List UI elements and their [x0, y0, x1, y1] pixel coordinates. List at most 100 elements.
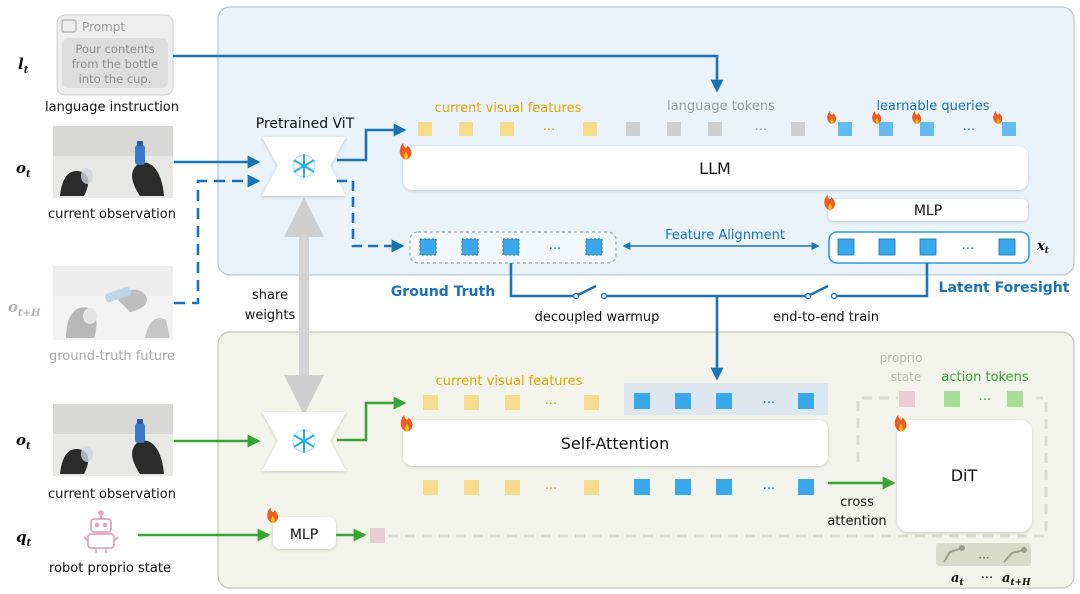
language-token: [791, 122, 805, 136]
fire-icon: [400, 414, 413, 432]
language-token: [667, 122, 681, 136]
o-symbol: ot: [16, 159, 31, 180]
latent-foresight-label: Latent Foresight: [939, 280, 1070, 296]
gt-token: [419, 238, 437, 256]
weights-label: weights: [245, 308, 296, 323]
ellipsis: ···: [755, 123, 767, 138]
prompt-line: from the bottle: [72, 57, 159, 71]
vit2-to-visual-arrow: [337, 396, 407, 442]
language-token-row: ···: [626, 122, 805, 138]
future-image: [53, 266, 173, 340]
action-token: [1007, 391, 1023, 407]
vit-to-ground-truth-dashed: [337, 179, 405, 253]
mlp2-label: MLP: [290, 527, 318, 543]
foresight-token: [798, 393, 814, 409]
ellipsis: ···: [545, 482, 557, 497]
fire-icon: [399, 142, 412, 160]
fire-icon: [824, 194, 836, 211]
robot-icon: [83, 510, 119, 553]
latent-token: [837, 238, 855, 256]
ground-truth-label: Ground Truth: [391, 284, 495, 300]
chat-icon: [61, 19, 77, 33]
switch-node: [830, 292, 838, 300]
proprio-label: proprio: [880, 351, 923, 365]
gt-token: [585, 238, 603, 256]
query-token: [920, 122, 934, 136]
query-token: [879, 122, 893, 136]
foresight-token: [675, 479, 691, 495]
language-tokens-label: language tokens: [667, 99, 775, 114]
decoupled-warmup-label: decoupled warmup: [535, 310, 660, 325]
output-visual-token-row: ···: [423, 480, 599, 497]
foresight-token: [634, 393, 650, 409]
feature-alignment-label: Feature Alignment: [665, 228, 785, 243]
visual-features-label: current visual features: [435, 101, 582, 116]
query-token: [838, 122, 852, 136]
visual-token: [583, 122, 597, 136]
dit-block: [897, 420, 1032, 532]
fire-icon: [827, 111, 837, 124]
foresight-token: [798, 479, 814, 495]
dit-label: DiT: [951, 466, 978, 485]
vit-title: Pretrained ViT: [256, 116, 355, 132]
o-future-symbol: ot+H: [8, 298, 41, 319]
foresight-token: [675, 393, 691, 409]
llm-block: [403, 146, 1028, 190]
fire-icon: [894, 414, 907, 432]
action-tokens-label: action tokens: [941, 370, 1029, 385]
share-label: share: [252, 288, 288, 303]
latent-token: [919, 238, 937, 256]
proprio-token: [370, 528, 385, 543]
visual-token: [423, 480, 438, 495]
x-symbol: xt: [1036, 239, 1050, 256]
ellipsis: ···: [963, 123, 975, 138]
visual-token: [423, 395, 438, 410]
prompt-arrow: [173, 54, 724, 93]
mlp-label: MLP: [914, 203, 942, 219]
gt-token: [502, 238, 520, 256]
learnable-query-row: ···: [838, 122, 1016, 138]
end-to-end-train-label: end-to-end train: [773, 310, 879, 325]
ellipsis: ···: [978, 551, 989, 565]
a-t-symbol: at: [951, 571, 964, 588]
a-tH-symbol: at+H: [1002, 571, 1031, 588]
state-label: state: [891, 370, 921, 384]
action-token: [944, 391, 960, 407]
snowflake-icon: [292, 154, 316, 178]
proprio-dashed-path: [388, 396, 1048, 538]
robot-arm-icon: [1003, 547, 1027, 563]
end-to-end-switch: [807, 284, 829, 298]
visual-token: [505, 395, 520, 410]
visual-token: [464, 480, 479, 495]
ellipsis: ···: [543, 123, 555, 138]
mlp2-block: [273, 517, 336, 549]
language-instruction-caption: language instruction: [45, 100, 179, 115]
observation-image: [53, 126, 173, 198]
proprio-token: [899, 391, 915, 407]
l-symbol: lt: [18, 55, 29, 76]
cross-label: cross: [840, 495, 874, 510]
prompt-line: into the cup.: [79, 72, 152, 86]
self-attention-label: Self-Attention: [561, 434, 669, 453]
language-token: [626, 122, 640, 136]
current-observation-caption: current observation: [48, 207, 176, 222]
robot-proprio-caption: robot proprio state: [49, 561, 171, 576]
llm-label: LLM: [699, 159, 731, 178]
foresight-token: [716, 393, 732, 409]
foresight-token: [634, 479, 650, 495]
robot-arm-icon: [943, 545, 965, 563]
action-token-row: ···: [944, 391, 1023, 408]
proprio-dashed-path-left: [856, 396, 898, 462]
latent-foresight-token-row: ···: [837, 238, 1016, 257]
visual-token: [584, 395, 599, 410]
ellipsis: ···: [979, 393, 991, 408]
end-to-end-path: [837, 263, 929, 298]
attention-label: attention: [827, 514, 886, 529]
switch-node: [804, 292, 812, 300]
output-foresight-token-row: ···: [634, 479, 814, 497]
ground-truth-token-row: ···: [419, 238, 603, 257]
ellipsis: ···: [549, 242, 561, 257]
latent-token: [878, 238, 896, 256]
foresight-token: [716, 479, 732, 495]
